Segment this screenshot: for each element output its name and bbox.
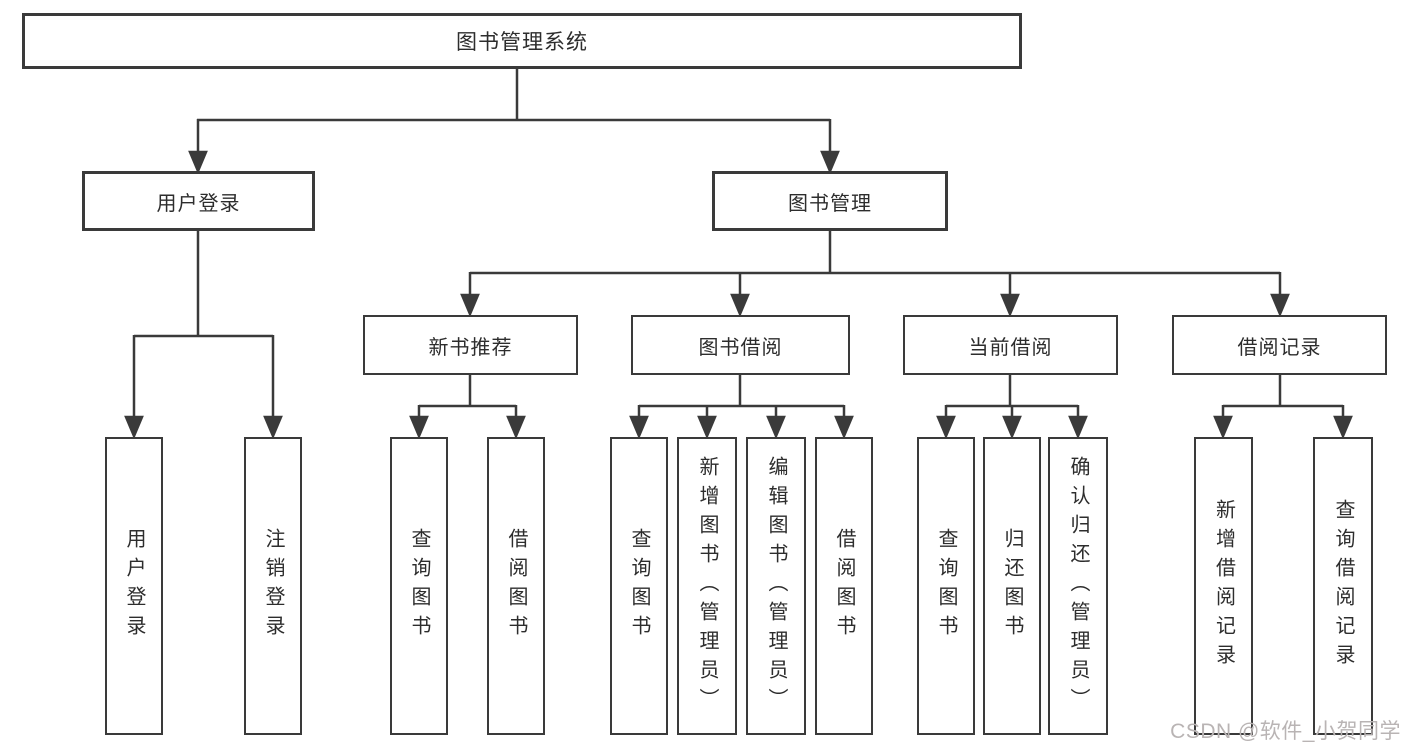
leaf-bb-borrow-books: 借阅图书	[815, 437, 873, 735]
leaf-br-query-record: 查询借阅记录	[1313, 437, 1373, 735]
node-label: 注销登录	[262, 528, 284, 644]
leaf-cb-return-books: 归还图书	[983, 437, 1041, 735]
node-label: 借阅图书	[833, 528, 855, 644]
node-label: 借阅记录	[1237, 336, 1322, 359]
node-book-borrowing: 图书借阅	[631, 315, 850, 375]
node-label: 用户登录	[156, 192, 241, 215]
leaf-nbr-borrow-books: 借阅图书	[487, 437, 545, 735]
node-library-management-system: 图书管理系统	[22, 13, 1022, 69]
leaf-bb-edit-books-admin: 编辑图书（管理员）	[746, 437, 806, 735]
leaf-br-add-record: 新增借阅记录	[1194, 437, 1253, 735]
node-label: 查询图书	[628, 528, 650, 644]
node-label: 用户登录	[123, 528, 145, 644]
node-current-borrowing: 当前借阅	[903, 315, 1118, 375]
leaf-cb-query-books: 查询图书	[917, 437, 975, 735]
leaf-nbr-query-books: 查询图书	[390, 437, 448, 735]
node-new-book-recommend: 新书推荐	[363, 315, 578, 375]
node-label: 确认归还（管理员）	[1067, 455, 1089, 717]
csdn-watermark: CSDN @软件_小贺同学	[1170, 720, 1401, 743]
node-user-login: 用户登录	[82, 171, 315, 231]
leaf-bb-query-books: 查询图书	[610, 437, 668, 735]
node-label: 图书管理	[788, 192, 872, 215]
leaf-logout: 注销登录	[244, 437, 302, 735]
node-label: 新书推荐	[428, 336, 513, 359]
node-label: 新增图书（管理员）	[696, 455, 718, 717]
leaf-bb-add-books-admin: 新增图书（管理员）	[677, 437, 737, 735]
node-label: 查询借阅记录	[1332, 499, 1354, 673]
node-label: 查询图书	[935, 528, 957, 644]
node-label: 当前借阅	[968, 336, 1053, 359]
node-book-management: 图书管理	[712, 171, 948, 231]
node-label: 新增借阅记录	[1212, 499, 1235, 673]
node-borrowing-records: 借阅记录	[1172, 315, 1387, 375]
node-label: 查询图书	[408, 528, 430, 644]
node-label: 图书借阅	[698, 336, 783, 359]
node-label: 编辑图书（管理员）	[765, 455, 787, 717]
node-label: 归还图书	[1001, 528, 1023, 644]
node-label: 借阅图书	[505, 528, 527, 644]
connectors-group	[124, 68, 1353, 440]
node-label: 图书管理系统	[456, 31, 588, 54]
leaf-cb-confirm-return-admin: 确认归还（管理员）	[1048, 437, 1108, 735]
leaf-user-login: 用户登录	[105, 437, 163, 735]
